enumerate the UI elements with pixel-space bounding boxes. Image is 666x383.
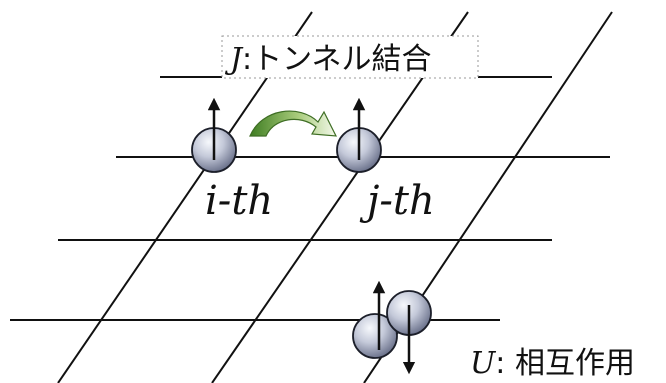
hopping-arrow-icon — [249, 110, 338, 137]
lattice-horizontal-lines — [10, 76, 610, 321]
site-i-label: i-th — [205, 178, 273, 224]
site-j-label: j-th — [367, 178, 435, 224]
site-j-letter: j — [367, 178, 380, 224]
site-j-suffix: -th — [379, 178, 435, 224]
particle-site-j — [336, 97, 382, 173]
particle-site-i — [191, 97, 237, 173]
site-i-suffix: -th — [217, 178, 274, 224]
interaction-label: U: 相互作用 — [470, 338, 635, 382]
tunnel-coupling-label: J:トンネル結合 — [230, 34, 432, 78]
site-i-letter: i — [205, 178, 218, 224]
hopping-text: :トンネル結合 — [242, 42, 432, 77]
hopping-symbol: J — [230, 42, 243, 77]
hopping-label-box — [221, 35, 479, 79]
interaction-symbol: U — [470, 346, 496, 381]
particle-pair-double-occupancy — [352, 280, 432, 375]
interaction-text: : 相互作用 — [495, 346, 635, 381]
